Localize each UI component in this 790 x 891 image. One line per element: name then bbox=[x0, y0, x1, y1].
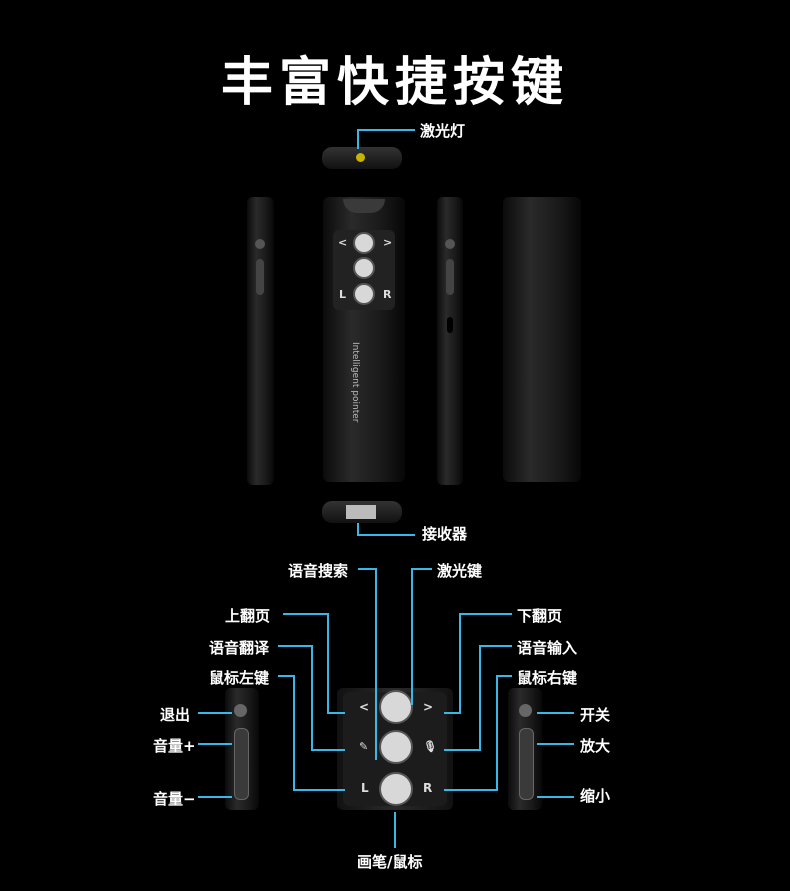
laser-key-label: 激光键 bbox=[437, 562, 483, 580]
l-key-mini: L bbox=[339, 288, 347, 301]
laser-label: 激光灯 bbox=[420, 122, 466, 140]
r-key-mini: R bbox=[383, 288, 392, 301]
next-page-label: 下翻页 bbox=[517, 607, 563, 625]
mouse-right-label: 鼠标右键 bbox=[517, 669, 578, 687]
pen-mouse-button-mini bbox=[353, 283, 375, 305]
pen-mouse-button bbox=[379, 772, 413, 806]
front-view: < > L R Intelligent pointer bbox=[323, 197, 405, 482]
laser-head-view bbox=[322, 147, 402, 169]
side-view-left bbox=[247, 197, 274, 485]
back-view bbox=[503, 197, 581, 482]
mouse-right-key: R bbox=[423, 781, 433, 795]
prev-key-mini: < bbox=[338, 236, 348, 249]
vol-down-label: 音量− bbox=[153, 790, 196, 808]
receiver-label: 接收器 bbox=[422, 525, 468, 543]
power-icon bbox=[445, 239, 455, 249]
button-panel: < > ✎ 🎙 L R bbox=[337, 688, 453, 810]
pen-mouse-label: 画笔/鼠标 bbox=[357, 853, 423, 871]
volume-rocker-detail bbox=[234, 728, 249, 800]
translate-icon: ✎ bbox=[359, 740, 369, 753]
voice-search-label: 语音搜索 bbox=[288, 562, 349, 580]
zoom-out-label: 缩小 bbox=[580, 787, 611, 805]
laser-dot-icon bbox=[356, 153, 365, 162]
voice-input-label: 语音输入 bbox=[517, 639, 578, 657]
laser-button bbox=[379, 690, 413, 724]
voice-search-button-mini bbox=[353, 257, 375, 279]
zoom-rocker bbox=[446, 259, 454, 295]
mouse-left-key: L bbox=[361, 781, 369, 795]
back-icon bbox=[255, 239, 265, 249]
next-page-key: > bbox=[423, 700, 434, 714]
back-icon-detail bbox=[234, 704, 247, 717]
next-key-mini: > bbox=[383, 236, 393, 249]
usb-port bbox=[447, 317, 453, 333]
prev-page-key: < bbox=[359, 700, 370, 714]
voice-search-button bbox=[379, 730, 413, 764]
mouse-left-label: 鼠标左键 bbox=[209, 669, 270, 687]
zoom-in-label: 放大 bbox=[580, 737, 611, 755]
zoom-rocker-detail bbox=[519, 728, 534, 800]
left-side-detail bbox=[225, 688, 259, 810]
voice-translate-label: 语音翻译 bbox=[209, 639, 270, 657]
prev-page-label: 上翻页 bbox=[225, 607, 271, 625]
mic-grille bbox=[343, 199, 385, 213]
right-side-detail bbox=[508, 688, 542, 810]
laser-button-mini bbox=[353, 232, 375, 254]
power-icon-detail bbox=[519, 704, 532, 717]
side-view-right bbox=[437, 197, 463, 485]
exit-label: 退出 bbox=[160, 706, 191, 724]
volume-rocker bbox=[256, 259, 264, 295]
page-title: 丰富快捷按键 bbox=[220, 53, 569, 113]
receiver-view bbox=[322, 501, 402, 523]
mic-icon: 🎙 bbox=[423, 740, 437, 753]
power-label: 开关 bbox=[580, 706, 611, 724]
vol-up-label: 音量+ bbox=[153, 737, 196, 755]
